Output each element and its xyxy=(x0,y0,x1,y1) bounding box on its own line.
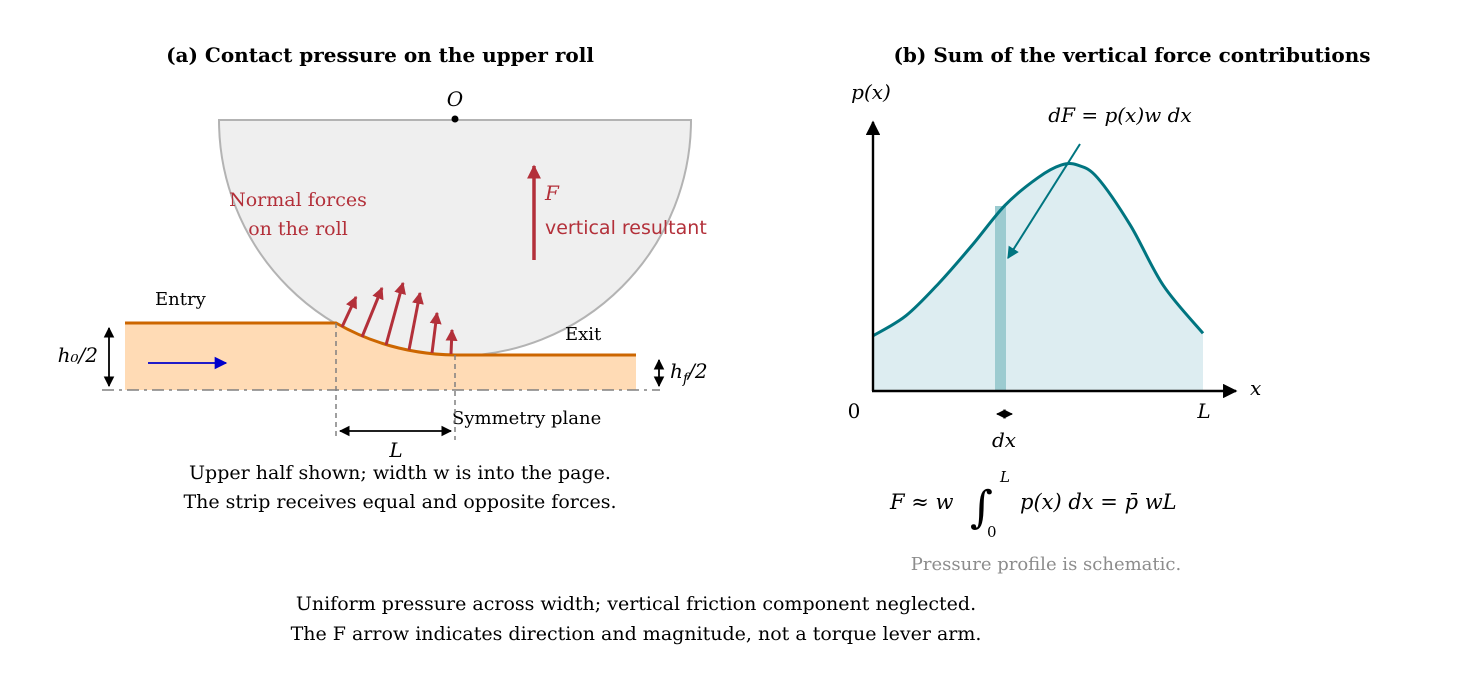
panel-a-title: (a) Contact pressure on the upper roll xyxy=(166,43,594,67)
footer-line1: Uniform pressure across width; vertical … xyxy=(296,593,976,615)
formula-prefix: F ≈ w xyxy=(889,490,954,514)
normal-force-arrow xyxy=(445,328,458,355)
end-label: L xyxy=(1196,399,1210,423)
schematic-note: Pressure profile is schematic. xyxy=(911,554,1181,575)
normal-force-arrow xyxy=(340,295,358,328)
resultant-force-label: vertical resultant xyxy=(545,217,707,239)
origin-label: 0 xyxy=(848,399,861,423)
hf-label-suffix: /2 xyxy=(686,359,707,383)
normal-forces-label-line1: Normal forces xyxy=(229,189,367,211)
hf-label-sub: f xyxy=(682,371,691,387)
dx-label: dx xyxy=(992,428,1016,452)
hf-label-main: h xyxy=(670,359,683,383)
roll-center-dot xyxy=(451,115,459,123)
hf-label: hf/2 xyxy=(670,359,708,387)
y-axis-label: p(x) xyxy=(851,80,891,104)
symmetry-label: Symmetry plane xyxy=(452,408,601,429)
x-axis-label: x xyxy=(1250,376,1261,400)
roll-center-label: O xyxy=(447,87,463,111)
dF-label: dF = p(x)w dx xyxy=(1048,103,1191,127)
panel-a-caption-line2: The strip receives equal and opposite fo… xyxy=(183,491,616,513)
normal-force-arrow xyxy=(407,291,424,351)
normal-force-arrow xyxy=(360,286,384,338)
entry-label: Entry xyxy=(155,289,207,310)
panel-b-title: (b) Sum of the vertical force contributi… xyxy=(893,43,1370,67)
pressure-area xyxy=(873,163,1203,391)
exit-label: Exit xyxy=(565,324,602,345)
resultant-force-symbol: F xyxy=(544,181,560,205)
h0-label: h₀/2 xyxy=(58,343,98,367)
contact-length-label: L xyxy=(388,438,402,462)
strip-body xyxy=(125,323,636,390)
dx-slice xyxy=(995,206,1006,391)
normal-force-arrow xyxy=(384,281,406,346)
integral-sign: ∫ xyxy=(970,482,993,533)
normal-force-arrow xyxy=(429,311,442,354)
panel-b: (b) Sum of the vertical force contributi… xyxy=(848,43,1371,575)
integral-upper-limit: L xyxy=(999,468,1010,486)
panel-a: (a) Contact pressure on the upper roll O… xyxy=(58,43,708,513)
footer-line2: The F arrow indicates direction and magn… xyxy=(291,623,982,645)
pressure-curve xyxy=(872,162,1205,338)
panel-a-caption-line1: Upper half shown; width w is into the pa… xyxy=(189,462,611,484)
normal-force-arrows xyxy=(340,281,458,355)
formula-integrand: p(x) dx = p̄ wL xyxy=(1020,490,1177,514)
normal-forces-label-line2: on the roll xyxy=(248,218,348,240)
integral-lower-limit: 0 xyxy=(987,523,997,541)
dF-pointer-arrow xyxy=(1007,143,1081,260)
